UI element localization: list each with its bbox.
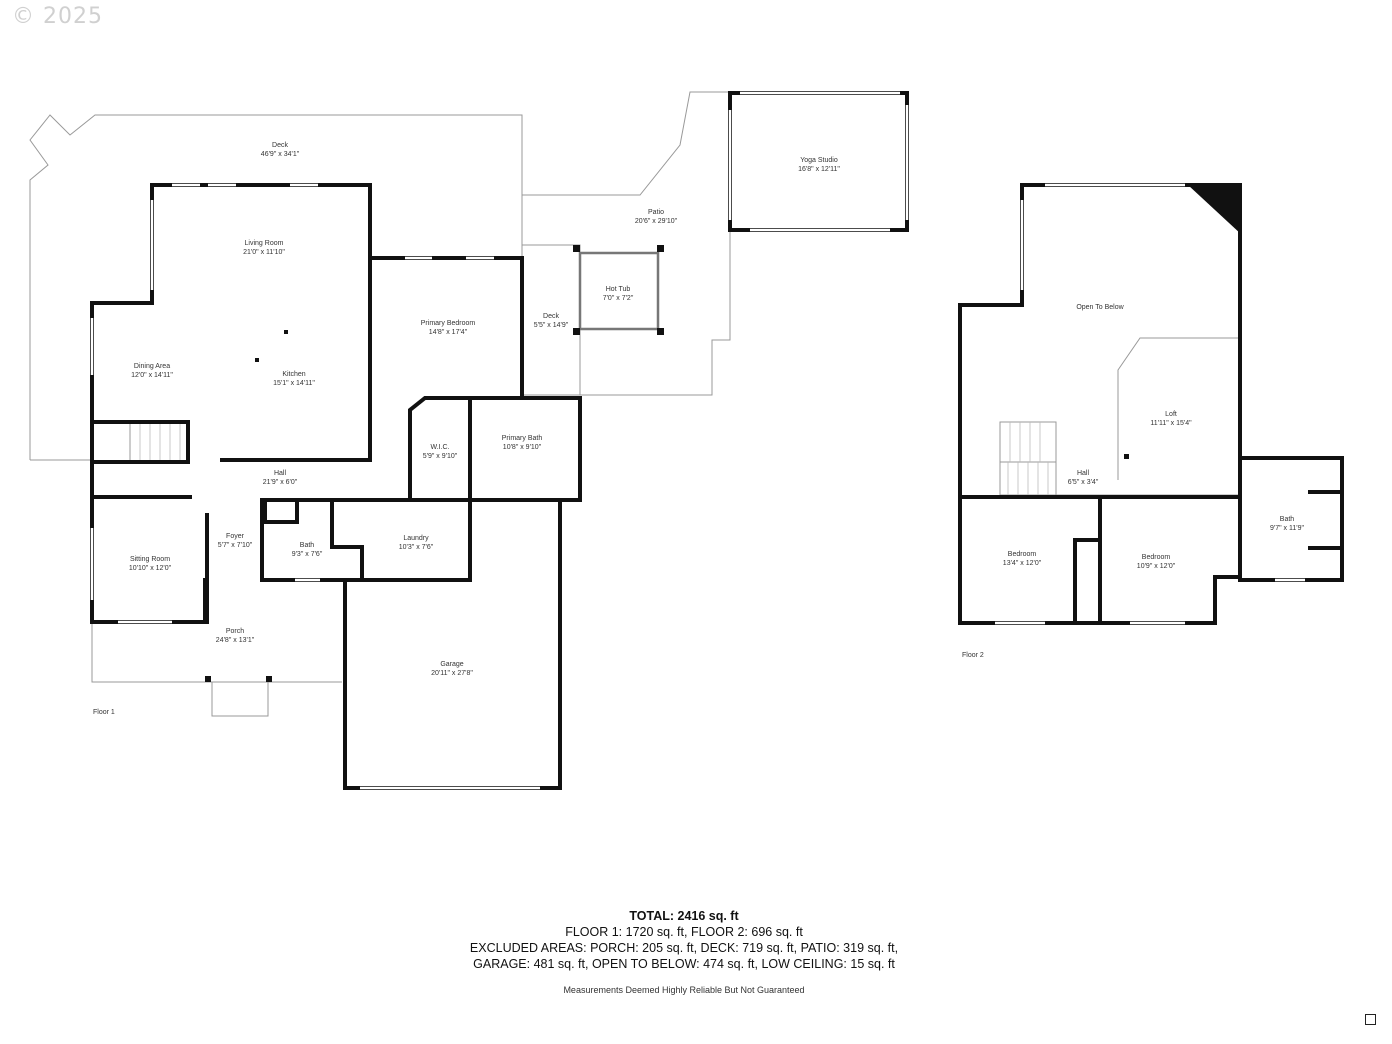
patio-outline xyxy=(522,91,730,196)
floor-1-label: Floor 1 xyxy=(93,709,115,716)
wall-garage xyxy=(343,498,562,790)
copyright-watermark: © 2025 xyxy=(12,4,103,29)
f2-corner-wedge xyxy=(1188,185,1242,235)
porch-post-2 xyxy=(266,676,272,682)
wall-laundry-left xyxy=(330,498,364,582)
square-icon xyxy=(1365,1014,1376,1025)
wall-stair xyxy=(90,420,190,464)
loft-outline xyxy=(1117,337,1240,480)
total-area: TOTAL: 2416 sq. ft xyxy=(629,909,739,923)
excluded-areas-1: EXCLUDED AREAS: PORCH: 205 sq. ft, DECK:… xyxy=(469,941,899,955)
wall-bath-closet xyxy=(263,498,299,524)
excluded-areas-2: GARAGE: 481 sq. ft, OPEN TO BELOW: 474 s… xyxy=(473,957,895,971)
wall-bath-laundry xyxy=(260,498,472,582)
porch-post-1 xyxy=(205,676,211,682)
windows xyxy=(90,91,1305,790)
wall-f2-closet xyxy=(1073,538,1102,625)
stairs-f2-upper xyxy=(999,421,1057,463)
kitchen-island-dot-2 xyxy=(255,358,259,362)
walls xyxy=(90,91,1344,790)
hot-tub-post-4 xyxy=(657,328,664,335)
porch-step xyxy=(211,681,269,717)
stair-treads xyxy=(139,422,1049,495)
room-label-wic: W.I.C.5'9" x 9'10" xyxy=(422,444,458,460)
deck-outline xyxy=(29,114,523,460)
wall-details xyxy=(205,185,1242,682)
floor-2-label: Floor 2 xyxy=(962,652,984,659)
floor-areas: FLOOR 1: 1720 sq. ft, FLOOR 2: 696 sq. f… xyxy=(565,925,803,939)
wall-living-top xyxy=(150,183,524,397)
loft-post xyxy=(1124,454,1129,459)
patio-right-outline xyxy=(580,230,731,396)
hot-tub-post-1 xyxy=(573,245,580,252)
stairs-f1 xyxy=(129,421,189,463)
area-summary: TOTAL: 2416 sq. ft FLOOR 1: 1720 sq. ft,… xyxy=(470,908,898,972)
disclaimer: Measurements Deemed Highly Reliable But … xyxy=(563,985,805,995)
wall-hottub xyxy=(578,251,660,331)
room-label-open-to-below: Open To Below xyxy=(1076,304,1124,311)
kitchen-island-dot-1 xyxy=(284,330,288,334)
hot-tub-post-3 xyxy=(573,328,580,335)
hot-tub-post-2 xyxy=(657,245,664,252)
